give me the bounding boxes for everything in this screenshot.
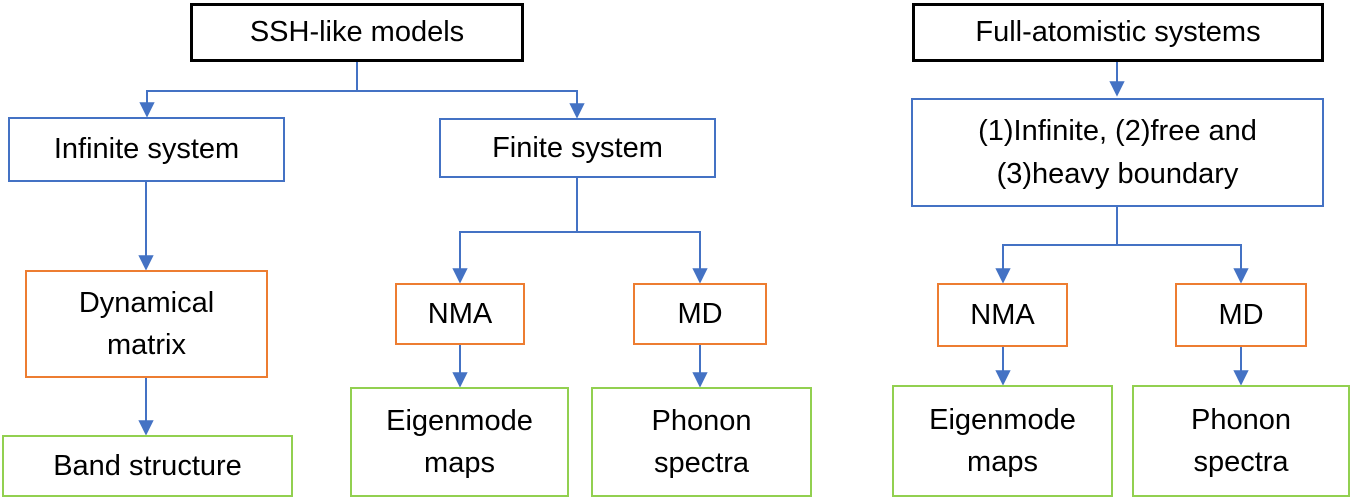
boundary-split-connector (1003, 207, 1241, 246)
eigenmode-maps-box-left: Eigenmode maps (350, 387, 569, 497)
boundary-conditions-box: (1)Infinite, (2)free and (3)heavy bounda… (911, 98, 1324, 207)
infinite-system-box: Infinite system (8, 117, 285, 182)
ssh-like-models-box: SSH-like models (190, 3, 524, 62)
dynamical-matrix-box: Dynamical matrix (25, 270, 268, 378)
eigenmode-maps-box-right: Eigenmode maps (892, 385, 1113, 497)
md-box-left: MD (633, 283, 767, 345)
md-box-right: MD (1175, 283, 1307, 347)
full-atomistic-systems-box: Full-atomistic systems (912, 3, 1324, 62)
phonon-spectra-box-right: Phonon spectra (1132, 385, 1350, 497)
band-structure-box: Band structure (2, 435, 293, 497)
nma-box-left: NMA (395, 283, 525, 345)
phonon-spectra-box-left: Phonon spectra (591, 387, 812, 497)
finite-split-connector (460, 178, 700, 233)
nma-box-right: NMA (937, 283, 1068, 347)
left-root-split-connector (147, 62, 577, 92)
finite-system-box: Finite system (439, 118, 716, 178)
